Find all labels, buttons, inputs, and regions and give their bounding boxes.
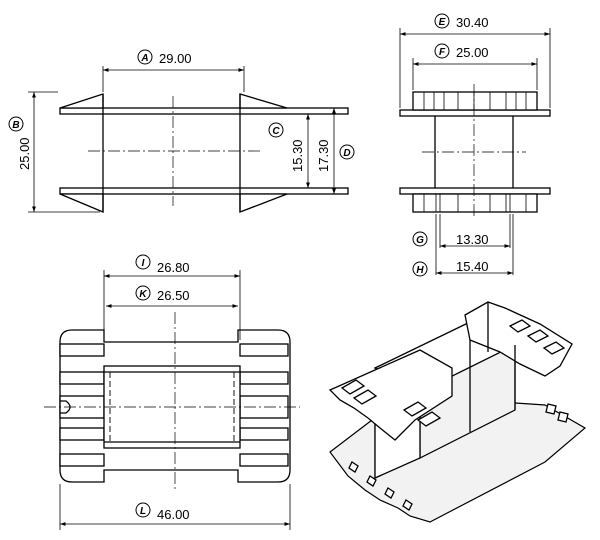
dim-L-badge: L: [135, 502, 151, 518]
dim-A-value: 29.00: [159, 51, 192, 66]
dim-C-value: 15.30: [290, 139, 305, 172]
front-view-top-flange: [59, 107, 349, 115]
dim-F-badge: F: [434, 43, 450, 59]
dim-G-value: 13.30: [456, 232, 489, 247]
dim-D-value: 17.30: [316, 139, 331, 172]
dim-I-value: 26.80: [157, 260, 190, 275]
front-view: A 29.00 B 25.00 C 15.30 D 17.30: [8, 49, 355, 213]
svg-text:I: I: [142, 258, 145, 269]
dim-D-badge: D: [339, 144, 355, 160]
top-view-flange-outline: [59, 329, 291, 483]
dim-B-badge: B: [8, 116, 24, 132]
svg-text:E: E: [439, 17, 446, 28]
dim-B-value: 25.00: [17, 137, 32, 170]
svg-text:C: C: [272, 126, 280, 137]
dim-A-badge: A: [137, 49, 153, 65]
front-view-left-top-pin: [59, 93, 104, 109]
dim-E-badge: E: [434, 13, 450, 29]
dim-E-value: 30.40: [456, 15, 489, 30]
side-view: E 30.40 F 25.00 G 13.30 H 15.40: [399, 13, 551, 277]
side-view-bottom-flange: [399, 187, 551, 195]
dim-F-value: 25.00: [456, 45, 489, 60]
front-view-right-bottom-pin: [239, 193, 288, 213]
svg-text:H: H: [416, 265, 424, 276]
front-view-left-bottom-pin: [59, 193, 104, 213]
dim-K-badge: K: [135, 285, 151, 301]
isometric-rear-top-flange: [464, 301, 573, 377]
top-view: I 26.80 K 26.50 L 46.00: [44, 254, 300, 530]
svg-text:D: D: [343, 148, 350, 159]
dim-I-badge: I: [135, 254, 151, 270]
svg-text:G: G: [416, 235, 424, 246]
isometric-front-top-flange: [328, 349, 453, 441]
isometric-view: [328, 301, 587, 523]
svg-text:K: K: [139, 289, 147, 300]
side-view-top-pins: [412, 91, 538, 111]
dim-H-badge: H: [412, 261, 428, 277]
front-view-bottom-flange: [59, 187, 349, 195]
svg-text:L: L: [140, 506, 146, 517]
svg-text:F: F: [439, 47, 446, 58]
dim-C-badge: C: [268, 122, 284, 138]
dim-G-badge: G: [412, 231, 428, 247]
dim-L-value: 46.00: [157, 507, 190, 522]
side-view-top-flange: [399, 109, 551, 117]
side-view-bottom-pins: [412, 193, 538, 213]
svg-text:A: A: [140, 53, 148, 64]
dim-K-value: 26.50: [157, 288, 190, 303]
dim-H-value: 15.40: [456, 259, 489, 274]
front-view-right-top-pin: [239, 93, 288, 109]
svg-text:B: B: [12, 120, 19, 131]
